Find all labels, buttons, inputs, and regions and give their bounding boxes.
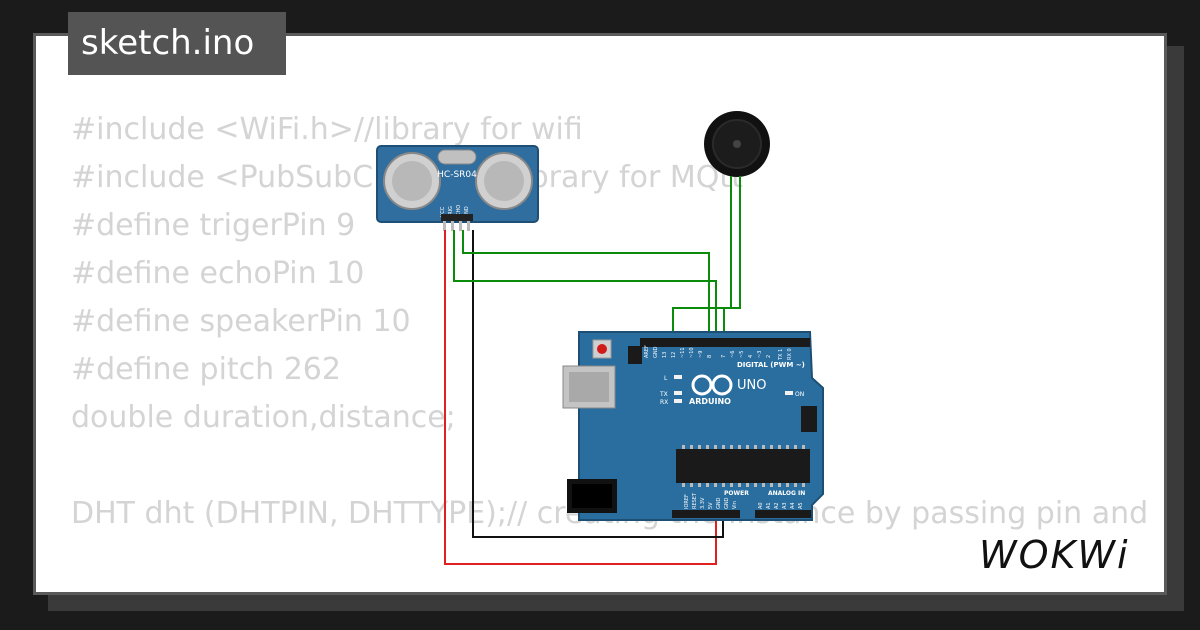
digital-pin-label: TX 1	[778, 349, 784, 361]
analog-pin-label: A5	[798, 502, 804, 509]
power-pin-label: 3.3V	[700, 497, 706, 509]
code-line: #define echoPin 10	[71, 256, 365, 291]
analog-pin-label: A0	[758, 502, 764, 509]
wire-green-buzzer-2	[723, 176, 741, 343]
wire-red-vcc	[444, 230, 717, 565]
code-line: #include <WiFi.h>//library for wifi	[71, 112, 583, 147]
wire-black-gnd	[472, 230, 724, 538]
code-line: double duration,distance;	[71, 400, 456, 435]
digital-pin-label: ~10	[689, 347, 695, 358]
wokwi-logo-text: WOKWi	[979, 533, 1130, 577]
power-pin-label: 5V	[708, 502, 714, 509]
ultrasonic-sensor[interactable]: HC-SR04 VCC TRIG ECHO GND	[376, 145, 539, 231]
microcontroller-chip	[676, 449, 810, 483]
sensor-pin-label: ECHO	[456, 205, 462, 219]
file-tab-sketch-ino[interactable]: sketch.ino	[68, 12, 286, 75]
digital-header	[640, 338, 810, 347]
analog-label: ANALOG IN	[768, 490, 805, 497]
digital-pin-label: ~3	[757, 351, 763, 358]
analog-pin-label: A2	[774, 502, 780, 509]
analog-pin-label: A1	[766, 502, 772, 509]
sensor-pin-label: TRIG	[448, 206, 454, 219]
digital-pin-label: RX 0	[787, 348, 793, 360]
led-rx-label: RX	[660, 399, 668, 406]
wire-green-buzzer-1	[672, 176, 732, 343]
analog-header	[755, 510, 811, 518]
wire-green-trig	[453, 230, 717, 343]
board-model-label: UNO	[737, 378, 766, 393]
digital-pin-label: 7	[721, 355, 727, 358]
sensor-pin-label: GND	[464, 206, 470, 218]
code-line: #define pitch 262	[71, 352, 341, 387]
wire-green-echo	[462, 230, 710, 343]
board-brand-label: ARDUINO	[689, 397, 731, 406]
arduino-logo-icon	[691, 374, 733, 396]
power-header	[672, 510, 740, 518]
power-pin-label: IOREF	[684, 494, 690, 509]
power-pin-label: RESET	[692, 492, 698, 509]
wires	[444, 176, 741, 565]
analog-pin-label: A3	[782, 502, 788, 509]
led-on-label: ON	[795, 391, 804, 398]
buzzer[interactable]	[704, 111, 770, 177]
code-line: #define speakerPin 10	[71, 304, 411, 339]
digital-pin-label: ~5	[739, 351, 745, 358]
code-line: #define trigerPin 9	[71, 208, 356, 243]
digital-pins-label: DIGITAL (PWM ~)	[737, 361, 805, 369]
power-label: POWER	[724, 490, 749, 497]
digital-pin-label: 13	[662, 352, 668, 358]
digital-pin-label: ~11	[680, 347, 686, 358]
digital-pin-label: 12	[671, 352, 677, 358]
digital-pin-label: AREF	[644, 345, 650, 358]
wokwi-logo: WOKWi	[975, 528, 1150, 582]
digital-pin-label: 2	[766, 355, 772, 358]
arduino-uno-board[interactable]: DIGITAL (PWM ~) AREF GND 13 12 ~11 ~10 ~…	[562, 331, 824, 521]
led-tx-label: TX	[659, 391, 668, 398]
power-pin-label: GND	[716, 497, 722, 509]
editor-preview-card: #include <WiFi.h>//library for wifi #inc…	[33, 33, 1167, 595]
digital-pin-label: GND	[653, 346, 659, 358]
analog-pin-label: A4	[790, 502, 796, 509]
power-pin-label: Vin	[732, 501, 738, 509]
digital-pin-label: ~6	[730, 351, 736, 358]
digital-pin-label: 4	[748, 355, 754, 358]
led-l-label: L	[664, 375, 668, 382]
digital-pin-label: 8	[707, 355, 713, 358]
sensor-model-label: HC-SR04	[437, 170, 477, 180]
digital-pin-label: ~9	[698, 351, 704, 358]
sensor-pin-label: VCC	[440, 206, 446, 217]
power-pin-label: GND	[724, 497, 730, 509]
